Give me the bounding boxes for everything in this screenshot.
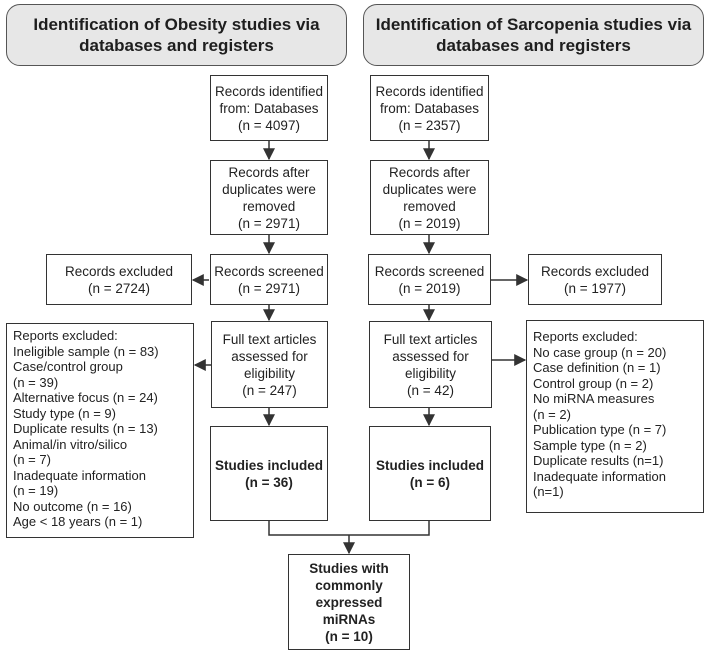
- sarcopenia-reports-excluded-line: Duplicate results (n=1): [533, 453, 664, 468]
- sarcopenia-reports-excluded-line: Reports excluded:: [533, 329, 638, 344]
- sarcopenia-reports-excluded-line: Case definition (n = 1): [533, 360, 661, 375]
- obesity-reports-excluded-line: Ineligible sample (n = 83): [13, 343, 159, 359]
- sarcopenia-full-text-text: Full text articles assessed for eligibil…: [383, 331, 478, 398]
- sarcopenia-studies-included-box: Studies included (n = 6): [369, 426, 491, 521]
- connector-included-merge: [268, 521, 430, 536]
- sarcopenia-records-after-duplicates-text: Records after duplicates were removed (n…: [382, 164, 477, 231]
- combined-studies-box: Studies with commonly expressed miRNAs (…: [288, 554, 410, 650]
- sarcopenia-reports-excluded-line: No case group (n = 20): [533, 344, 667, 360]
- obesity-reports-excluded-line: Alternative focus (n = 24): [13, 390, 158, 405]
- obesity-reports-excluded-line: Animal/in vitro/silico: [13, 436, 128, 452]
- obesity-reports-excluded-line: (n = 39): [13, 374, 59, 390]
- obesity-records-identified-box: Records identified from: Databases (n = …: [210, 75, 328, 141]
- sarcopenia-records-screened-box: Records screened (n = 2019): [368, 254, 491, 305]
- sarcopenia-reports-excluded-line: Sample type (n = 2): [533, 437, 647, 453]
- obesity-records-after-duplicates-text: Records after duplicates were removed (n…: [222, 164, 316, 231]
- obesity-records-identified-text: Records identified from: Databases (n = …: [214, 83, 324, 133]
- obesity-studies-included-text: Studies included (n = 36): [214, 457, 323, 490]
- obesity-reports-excluded-line: Case/control group: [13, 359, 123, 374]
- obesity-records-excluded-box: Records excluded (n = 2724): [46, 254, 192, 305]
- sarcopenia-records-screened-text: Records screened (n = 2019): [374, 263, 485, 296]
- sarcopenia-reports-excluded-line: No miRNA measures: [533, 391, 655, 406]
- obesity-reports-excluded-line: Reports excluded:: [13, 328, 118, 343]
- obesity-reports-excluded-line: Inadequate information: [13, 467, 146, 483]
- obesity-reports-excluded-line: (n = 7): [13, 452, 51, 467]
- obesity-records-screened-text: Records screened (n = 2971): [214, 263, 324, 296]
- obesity-records-after-duplicates-box: Records after duplicates were removed (n…: [210, 160, 328, 235]
- sarcopenia-reports-excluded-line: Control group (n = 2): [533, 375, 654, 391]
- obesity-studies-included-box: Studies included (n = 36): [210, 426, 328, 521]
- sarcopenia-reports-excluded-line: Inadequate information: [533, 468, 666, 484]
- obesity-reports-excluded-line: Age < 18 years (n = 1): [13, 514, 143, 529]
- obesity-reports-excluded-line: No outcome (n = 16): [13, 498, 132, 514]
- obesity-reports-excluded-line: (n = 19): [13, 483, 59, 498]
- obesity-full-text-box: Full text articles assessed for eligibil…: [211, 321, 328, 408]
- sarcopenia-studies-included-text: Studies included (n = 6): [375, 457, 484, 490]
- obesity-full-text-text: Full text articles assessed for eligibil…: [222, 331, 317, 398]
- sarcopenia-reports-excluded-line: Publication type (n = 7): [533, 422, 667, 437]
- sarcopenia-reports-excluded-box: Reports excluded: No case group (n = 20)…: [526, 320, 704, 513]
- obesity-records-excluded-text: Records excluded (n = 2724): [64, 263, 174, 296]
- obesity-reports-excluded-box: Reports excluded: Ineligible sample (n =…: [6, 323, 194, 538]
- obesity-records-screened-box: Records screened (n = 2971): [210, 254, 328, 305]
- sarcopenia-reports-excluded-line: (n=1): [533, 484, 564, 499]
- sarcopenia-reports-excluded-line: (n = 2): [533, 406, 571, 422]
- sarcopenia-records-identified-box: Records identified from: Databases (n = …: [370, 75, 489, 141]
- sarcopenia-header-text: Identification of Sarcopenia studies via…: [375, 15, 692, 55]
- sarcopenia-header: Identification of Sarcopenia studies via…: [363, 4, 704, 66]
- sarcopenia-full-text-box: Full text articles assessed for eligibil…: [369, 321, 492, 408]
- sarcopenia-records-after-duplicates-box: Records after duplicates were removed (n…: [370, 160, 489, 235]
- sarcopenia-records-excluded-box: Records excluded (n = 1977): [528, 254, 662, 305]
- combined-studies-text: Studies with commonly expressed miRNAs (…: [309, 560, 389, 644]
- obesity-reports-excluded-line: Duplicate results (n = 13): [13, 421, 158, 436]
- sarcopenia-records-identified-text: Records identified from: Databases (n = …: [375, 83, 484, 133]
- obesity-header-text: Identification of Obesity studies via da…: [33, 15, 320, 55]
- sarcopenia-records-excluded-text: Records excluded (n = 1977): [540, 263, 650, 296]
- obesity-header: Identification of Obesity studies via da…: [6, 4, 347, 66]
- obesity-reports-excluded-line: Study type (n = 9): [13, 405, 116, 421]
